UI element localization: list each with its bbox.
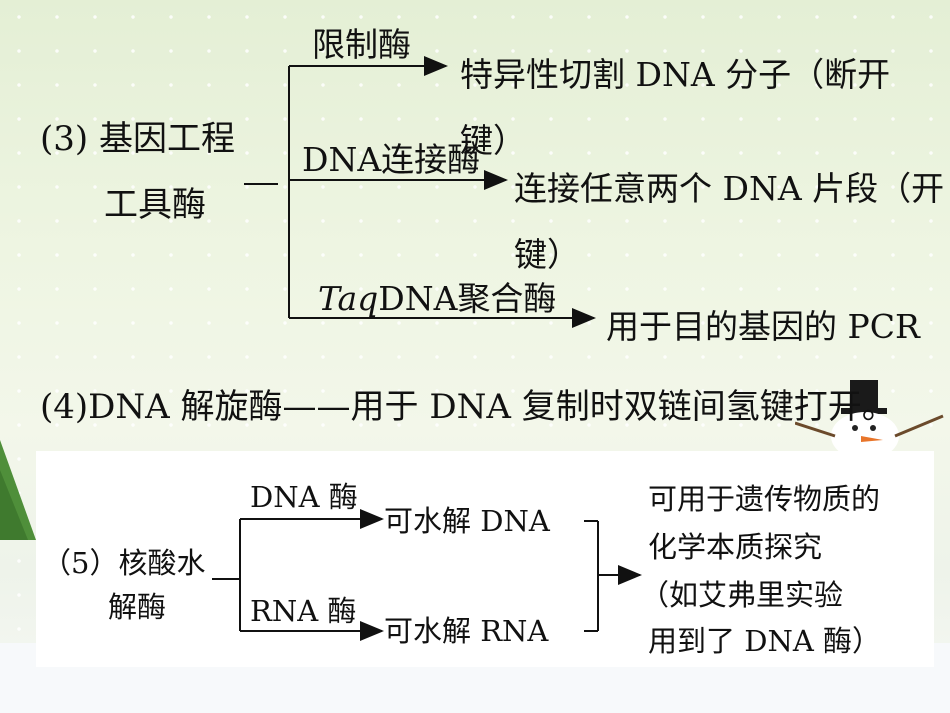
section4-helicase-text: (4)DNA 解旋酶——用于 DNA 复制时双链间氢键打开。 (40, 387, 896, 427)
restriction-enzyme-description-cont: 键） (460, 121, 526, 160)
ligase-description: 连接任意两个 DNA 片段（开 (514, 169, 945, 208)
restriction-enzyme-description: 特异性切割 DNA 分子（断开 (460, 55, 891, 94)
ligase-label: DNA连接酶 (302, 140, 481, 179)
dnase-result: 可水解 DNA (384, 504, 550, 538)
taq-polymerase-description: 用于目的基因的 PCR (606, 307, 920, 346)
taq-italic: Taq (318, 279, 379, 318)
dnase-label: DNA 酶 (250, 480, 358, 514)
conclusion-line4: 用到了 DNA 酶） (648, 624, 882, 658)
ligase-description-cont: 键） (514, 235, 580, 274)
section5-connector-lines (212, 509, 642, 641)
rnase-result: 可水解 RNA (384, 614, 549, 648)
pine-tree-decoration (0, 440, 36, 540)
section5-heading-line2: 解酶 (108, 590, 167, 624)
snowman-decoration (795, 380, 944, 458)
taq-label-rest: DNA聚合酶 (378, 279, 557, 318)
taq-polymerase-label: TaqDNA聚合酶 (318, 282, 556, 315)
section3-heading-line2: 工具酶 (104, 185, 206, 225)
conclusion-line1: 可用于遗传物质的 (648, 482, 881, 516)
restriction-enzyme-label: 限制酶 (312, 25, 411, 64)
section5-nuclease-box: （5）核酸水 解酶 DNA 酶 可水解 DNA RNA 酶 可水解 RNA 可用… (36, 451, 934, 667)
section3-heading-line1: (3) 基因工程 (40, 119, 235, 159)
conclusion-line2: 化学本质探究 (648, 530, 823, 564)
conclusion-line3: （如艾弗里实验 (640, 578, 844, 612)
rnase-label: RNA 酶 (250, 594, 357, 628)
section5-heading-line1: （5）核酸水 (42, 546, 206, 580)
